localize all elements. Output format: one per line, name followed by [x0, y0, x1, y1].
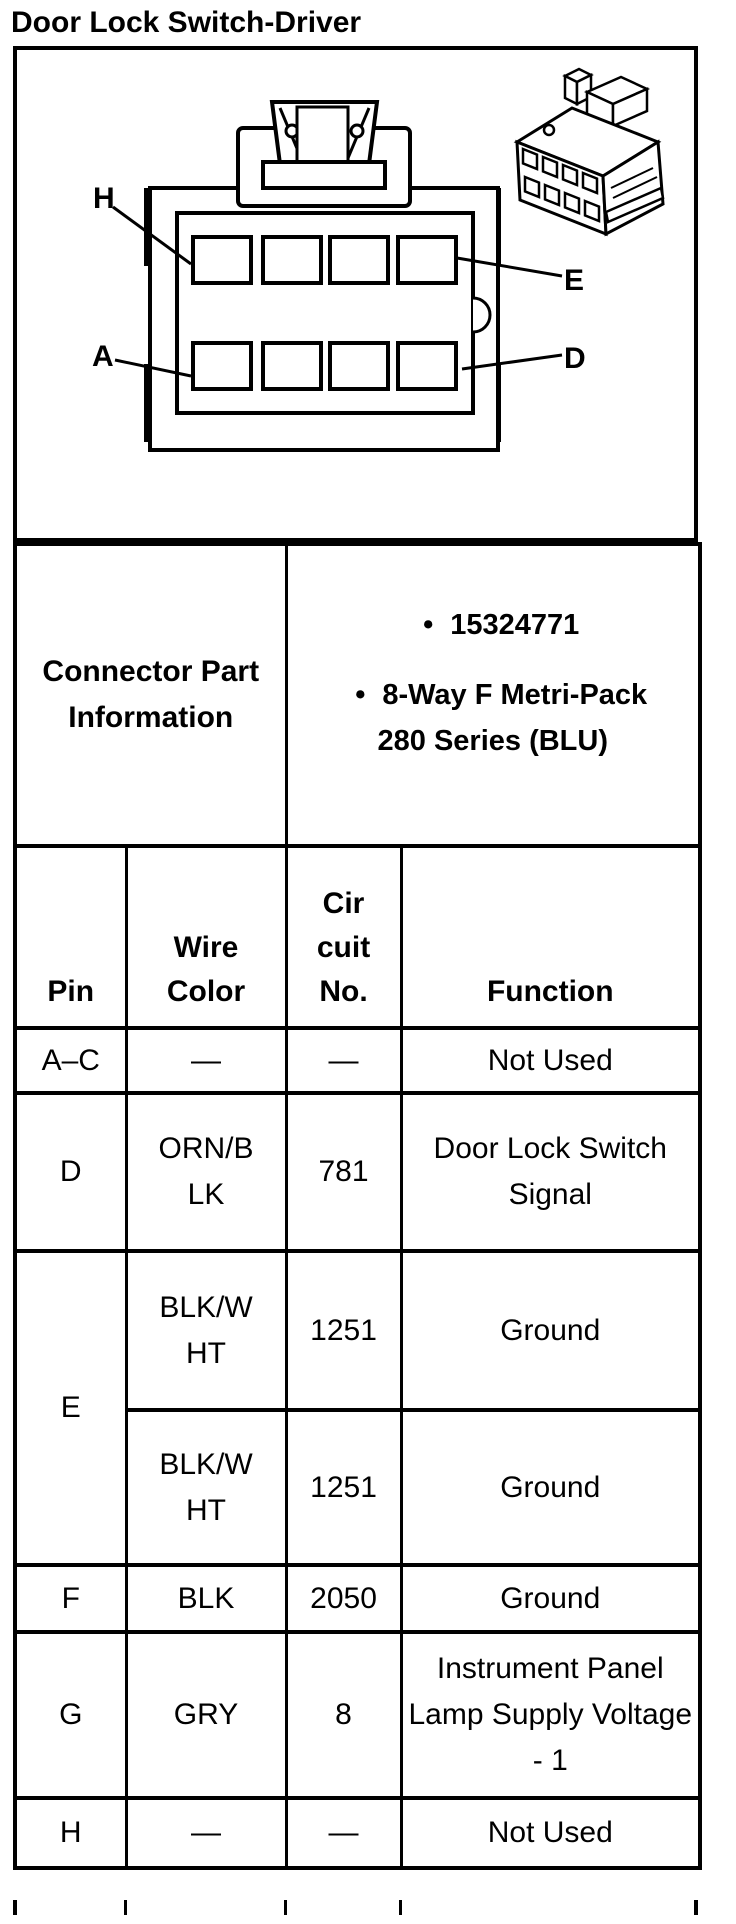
- pin-cell: E: [13, 1249, 128, 1567]
- function-cell: Not Used: [399, 1026, 702, 1095]
- circuit-cell: 8: [284, 1630, 403, 1800]
- pin-cell: H: [13, 1796, 128, 1870]
- wire-color-cell: —: [124, 1796, 288, 1870]
- header-circuit-no: Cir cuit No.: [284, 844, 403, 1030]
- pin-cell: G: [13, 1630, 128, 1800]
- function-cell: Instrument Panel Lamp Supply Voltage - 1: [399, 1630, 702, 1800]
- pin-cell: D: [13, 1091, 128, 1253]
- function-cell: Ground: [399, 1249, 702, 1412]
- function-cell: Door Lock Switch Signal: [399, 1091, 702, 1253]
- wire-color-cell: BLK/W HT: [124, 1249, 288, 1412]
- table-row: D ORN/B LK 781 Door Lock Switch Signal: [13, 1091, 702, 1253]
- function-cell: Not Used: [399, 1796, 702, 1870]
- connector-front-view: [144, 100, 501, 452]
- table-row: BLK/W HT 1251 Ground: [15, 1408, 702, 1567]
- table-row: E BLK/W HT 1251 Ground: [13, 1249, 702, 1567]
- circuit-cell: 781: [284, 1091, 403, 1253]
- pin-label-e: E: [564, 264, 584, 297]
- table-edge-stub: [399, 1900, 402, 1915]
- table-edge-stub: [124, 1900, 127, 1915]
- wire-color-cell: GRY: [124, 1630, 288, 1800]
- table-row: A–C — — Not Used: [13, 1026, 702, 1095]
- part-series: 8-Way F Metri-Pack 280 Series (BLU): [377, 679, 648, 757]
- header-wire-color: Wire Color: [124, 844, 288, 1030]
- pin-label-d: D: [564, 342, 586, 375]
- table-row: F BLK 2050 Ground: [13, 1563, 702, 1634]
- wire-color-cell: BLK/W HT: [124, 1408, 288, 1567]
- part-info-label: Connector Part Information: [13, 542, 288, 848]
- pin-cell: A–C: [13, 1026, 128, 1095]
- part-info-row: Connector Part Information • 15324771 • 8-…: [13, 542, 702, 848]
- part-number: 15324771: [450, 609, 580, 641]
- wire-color-cell: —: [124, 1026, 288, 1095]
- table-row: G GRY 8 Instrument Panel Lamp Supply Vol…: [13, 1630, 702, 1800]
- wire-color-cell: ORN/B LK: [124, 1091, 288, 1253]
- connector-diagram: H A E D: [13, 46, 698, 542]
- circuit-cell: —: [284, 1796, 403, 1870]
- pinout-table: Connector Part Information • 15324771 • 8-…: [13, 542, 703, 1870]
- circuit-cell: 2050: [284, 1563, 403, 1634]
- part-number-item: • 15324771: [288, 602, 699, 648]
- pin-cell: F: [13, 1563, 128, 1634]
- table-edge-stub: [694, 1900, 698, 1915]
- table-edge-stub: [13, 1900, 17, 1915]
- table-edge-stub: [284, 1900, 287, 1915]
- connector-isometric-view: [513, 67, 665, 237]
- part-series-item: • 8-Way F Metri-Pack 280 Series (BLU): [288, 672, 699, 764]
- function-cell: Ground: [399, 1563, 702, 1634]
- table-header-row: Pin Wire Color Cir cuit No. Function: [13, 844, 702, 1030]
- bullet-icon: •: [423, 609, 434, 641]
- pin-leader-lines: [112, 205, 563, 378]
- wire-color-cell: BLK: [124, 1563, 288, 1634]
- table-row: H — — Not Used: [13, 1796, 702, 1870]
- bullet-icon: •: [355, 679, 366, 711]
- page-title: Door Lock Switch-Driver: [11, 6, 362, 39]
- pin-label-h: H: [93, 182, 115, 215]
- pin-label-a: A: [92, 340, 114, 373]
- function-cell: Ground: [399, 1408, 702, 1567]
- circuit-cell: —: [284, 1026, 403, 1095]
- part-info-details: • 15324771 • 8-Way F Metri-Pack 280 Series…: [284, 542, 702, 848]
- circuit-cell: 1251: [284, 1249, 403, 1412]
- header-pin: Pin: [13, 844, 128, 1030]
- circuit-cell: 1251: [284, 1408, 403, 1567]
- header-function: Function: [399, 844, 702, 1030]
